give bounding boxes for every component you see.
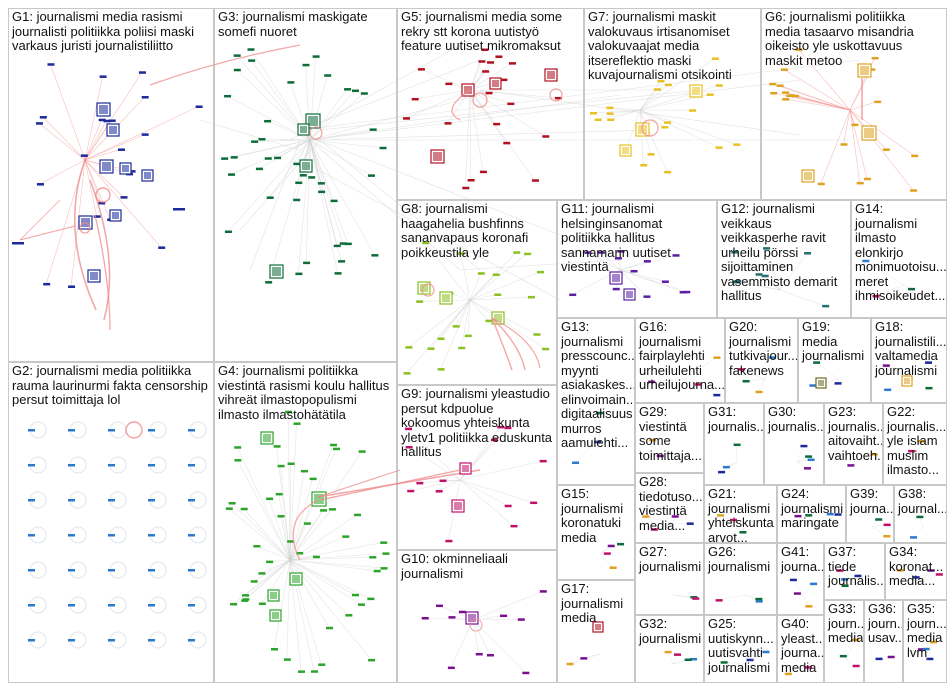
group-box-g27: G27: journalismi — [635, 543, 704, 615]
group-box-g39: G39: journa... — [846, 485, 894, 543]
group-label-g17: G17: journalismi media — [561, 581, 624, 625]
group-box-g2: G2: journalismi media politiikka rauma l… — [8, 362, 214, 683]
group-box-g11: G11: journalismi helsinginsanomat politi… — [557, 200, 717, 318]
group-box-g18: G18: journalistili... valtamedia journal… — [871, 318, 947, 403]
group-label-g7: G7: journalismi maskit valokuvaus irtisa… — [588, 9, 732, 82]
group-box-g12: G12: journalismi veikkaus veikkasperhe r… — [717, 200, 851, 318]
group-box-g1: G1: journalismi media rasismi journalist… — [8, 8, 214, 362]
group-box-g31: G31: journalis... — [704, 403, 764, 485]
group-box-g15: G15: journalismi koronatuki media — [557, 485, 635, 580]
group-box-g3: G3: journalismi maskigate somefi nuoret — [214, 8, 397, 362]
group-label-g19: G19: media journalismi — [802, 319, 865, 363]
group-box-g8: G8: journalismi haagahelia bushfinns san… — [397, 200, 557, 385]
group-label-g1: G1: journalismi media rasismi journalist… — [12, 9, 195, 53]
group-box-g35: G35: journ... media lvm — [903, 600, 947, 683]
group-box-g5: G5: journalismi media some rekry stt kor… — [397, 8, 584, 200]
group-box-g16: G16: journalismi fairplaylehti urheilule… — [635, 318, 725, 403]
group-box-g19: G19: media journalismi — [798, 318, 871, 403]
group-box-g17: G17: journalismi media — [557, 580, 635, 683]
group-label-g30: G30: journalis... — [768, 404, 824, 434]
group-box-g38: G38: journal... — [894, 485, 947, 543]
group-label-g18: G18: journalistili... valtamedia journal… — [875, 319, 947, 378]
group-box-g9: G9: journalismi yleastudio persut kdpuol… — [397, 385, 557, 550]
group-label-g26: G26: journalismi — [708, 544, 771, 574]
group-label-g21: G21: journalismi yhteiskunta arvot... — [708, 486, 774, 543]
group-label-g9: G9: journalismi yleastudio persut kdpuol… — [401, 386, 553, 459]
group-box-g25: G25: uutiskynn... uutisvahti journalismi — [704, 615, 777, 683]
group-box-g13: G13: journalismi presscounc... myynti as… — [557, 318, 635, 485]
group-label-g14: G14: journalismi ilmasto elonkirjo monim… — [855, 201, 947, 303]
group-label-g37: G37: tiede journalis... — [828, 544, 885, 588]
group-label-g24: G24: journalismi maringate — [781, 486, 844, 530]
group-box-g22: G22: journalis... yle islam muslim ilmas… — [883, 403, 947, 485]
group-label-g25: G25: uutiskynn... uutisvahti journalismi — [708, 616, 774, 675]
group-box-g4: G4: journalismi politiikka viestintä ras… — [214, 362, 397, 683]
group-label-g32: G32: journalismi — [639, 616, 702, 646]
group-box-g7: G7: journalismi maskit valokuvaus irtisa… — [584, 8, 761, 200]
group-label-g3: G3: journalismi maskigate somefi nuoret — [218, 9, 368, 39]
group-box-g34: G34: koronat... media... — [885, 543, 947, 600]
group-box-g20: G20: journalismi tutkivajour... fakenews — [725, 318, 798, 403]
group-label-g11: G11: journalismi helsinginsanomat politi… — [561, 201, 671, 274]
group-label-g6: G6: journalismi politiikka media tasaarv… — [765, 9, 914, 68]
group-box-g24: G24: journalismi maringate — [777, 485, 846, 543]
group-label-g33: G33: journ... media — [828, 601, 864, 645]
group-box-g33: G33: journ... media — [824, 600, 864, 683]
group-label-g27: G27: journalismi — [639, 544, 702, 574]
group-box-g30: G30: journalis... — [764, 403, 824, 485]
group-label-g35: G35: journ... media lvm — [907, 601, 947, 660]
group-label-g2: G2: journalismi media politiikka rauma l… — [12, 363, 208, 407]
group-box-g14: G14: journalismi ilmasto elonkirjo monim… — [851, 200, 947, 318]
group-label-g8: G8: journalismi haagahelia bushfinns san… — [401, 201, 529, 260]
group-label-g39: G39: journa... — [850, 486, 894, 516]
group-label-g28: G28: tiedotuso... viestintä media... — [639, 474, 703, 533]
group-label-g15: G15: journalismi koronatuki media — [561, 486, 624, 545]
group-box-g26: G26: journalismi — [704, 543, 777, 615]
group-box-g6: G6: journalismi politiikka media tasaarv… — [761, 8, 947, 200]
group-label-g29: G29: viestintä some toimittaja... — [639, 404, 702, 463]
group-box-g32: G32: journalismi — [635, 615, 704, 683]
group-label-g36: G36: journ... usav... — [868, 601, 903, 645]
group-label-g20: G20: journalismi tutkivajour... fakenews — [729, 319, 798, 378]
group-label-g5: G5: journalismi media some rekry stt kor… — [401, 9, 563, 53]
group-box-g23: G23: journalis... aitovaiht... vaihtoeh.… — [824, 403, 883, 485]
group-label-g12: G12: journalismi veikkaus veikkasperhe r… — [721, 201, 838, 303]
group-box-g29: G29: viestintä some toimittaja... — [635, 403, 704, 473]
group-box-g10: G10: okminneliaali journalismi — [397, 550, 557, 683]
group-box-g40: G40: yleast... journa... media — [777, 615, 824, 683]
group-label-g13: G13: journalismi presscounc... myynti as… — [561, 319, 635, 450]
group-label-g38: G38: journal... — [898, 486, 947, 516]
group-label-g41: G41: journa... — [781, 544, 824, 574]
group-box-g37: G37: tiede journalis... — [824, 543, 885, 600]
group-box-g41: G41: journa... — [777, 543, 824, 615]
group-label-g31: G31: journalis... — [708, 404, 764, 434]
group-box-g21: G21: journalismi yhteiskunta arvot... — [704, 485, 777, 543]
group-label-g4: G4: journalismi politiikka viestintä ras… — [218, 363, 390, 422]
group-box-g28: G28: tiedotuso... viestintä media... — [635, 473, 704, 543]
group-label-g22: G22: journalis... yle islam muslim ilmas… — [887, 404, 947, 477]
group-label-g10: G10: okminneliaali journalismi — [401, 551, 508, 581]
group-label-g16: G16: journalismi fairplaylehti urheilule… — [639, 319, 725, 392]
group-label-g34: G34: koronat... media... — [889, 544, 944, 588]
group-box-g36: G36: journ... usav... — [864, 600, 903, 683]
group-label-g23: G23: journalis... aitovaiht... vaihtoeh.… — [828, 404, 883, 463]
group-label-g40: G40: yleast... journa... media — [781, 616, 824, 675]
